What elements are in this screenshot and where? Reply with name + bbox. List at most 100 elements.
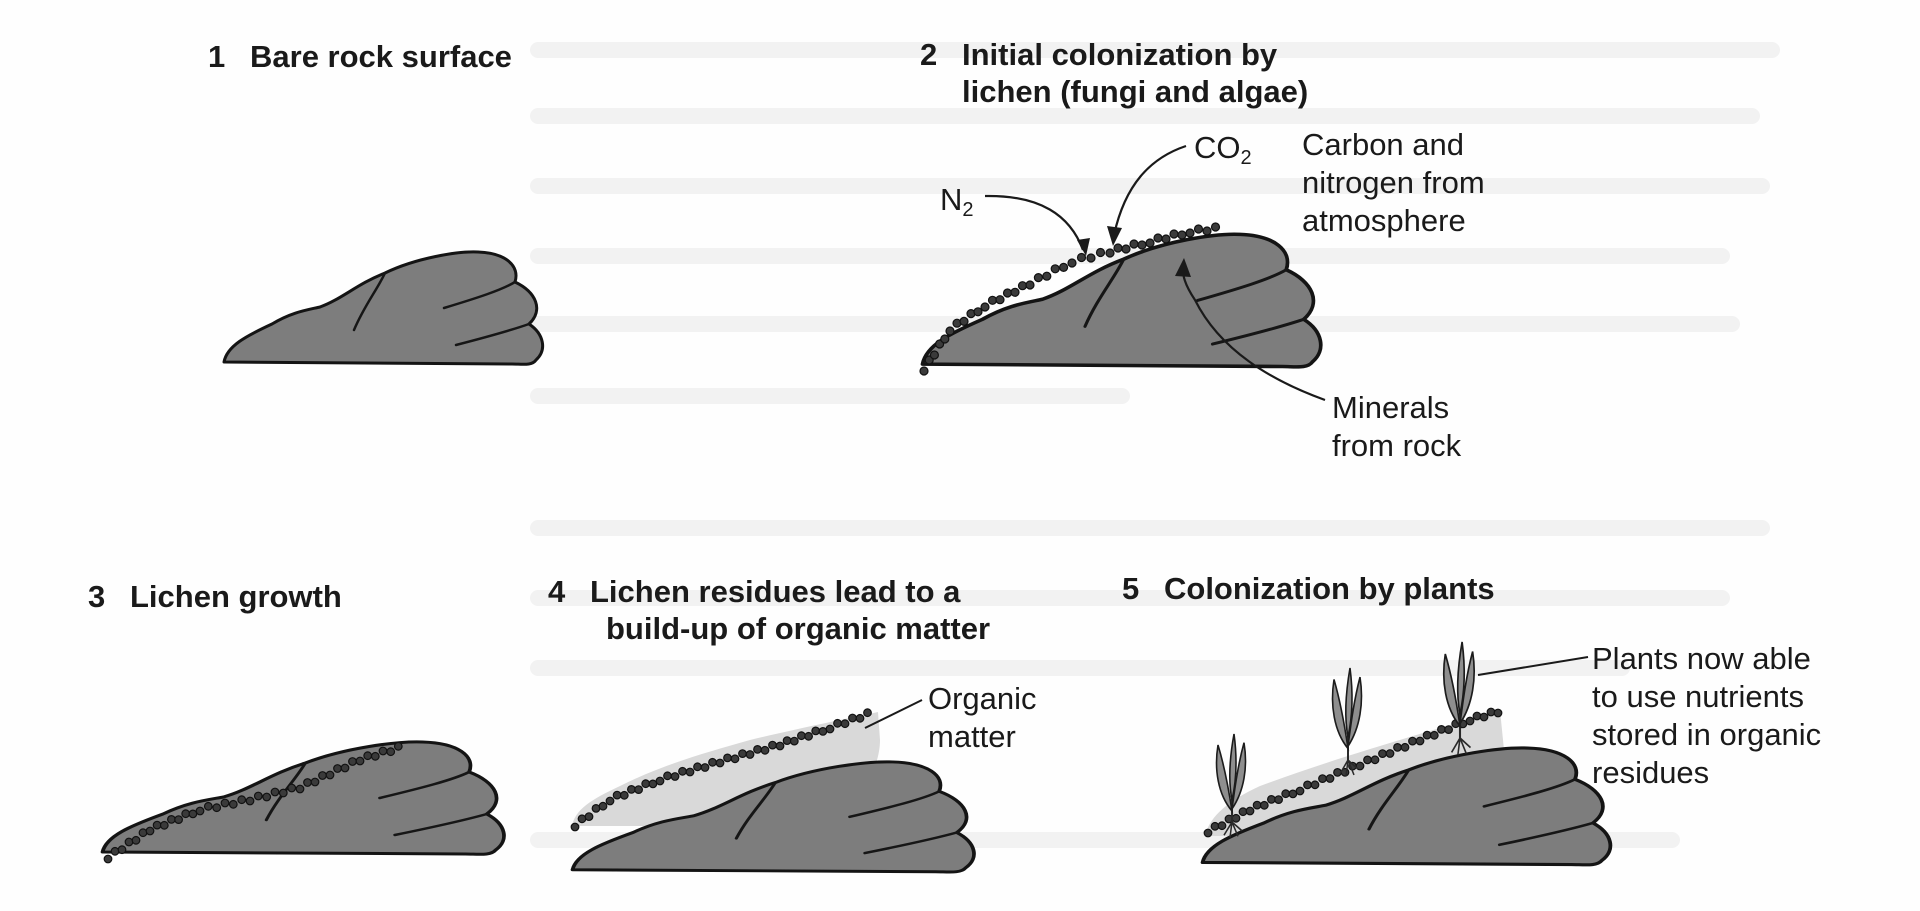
lichen-dot bbox=[818, 727, 828, 736]
co2-subscript: 2 bbox=[1240, 147, 1252, 169]
lichen-dot bbox=[605, 796, 615, 806]
lichen-dot bbox=[1231, 813, 1241, 823]
lichen-dot bbox=[1310, 780, 1320, 790]
lichen-dot bbox=[945, 326, 955, 336]
lichen-dot bbox=[1415, 736, 1425, 746]
panel-1-rock bbox=[222, 250, 545, 366]
lichen-dot bbox=[325, 770, 335, 780]
lichen-dot bbox=[655, 776, 665, 786]
lichen-dot bbox=[1363, 755, 1372, 765]
lichen-dot bbox=[789, 736, 799, 746]
lichen-dot bbox=[295, 784, 305, 794]
lichen-dot bbox=[693, 762, 702, 772]
lichen-dot bbox=[753, 745, 762, 754]
panel-4-title: 4 Lichen residues lead to a build-up of o… bbox=[548, 573, 990, 647]
lichen-dot bbox=[1318, 774, 1327, 783]
panel-number: 2 bbox=[920, 37, 938, 72]
lichen-dot bbox=[1137, 240, 1147, 250]
label-line: stored in organic bbox=[1592, 717, 1822, 752]
lichen-dot bbox=[1153, 233, 1163, 243]
panel-number: 3 bbox=[88, 579, 106, 614]
lichen-dot bbox=[262, 792, 272, 802]
lichen-dot bbox=[840, 719, 850, 729]
lichen-dot bbox=[145, 826, 155, 836]
lichen-dot bbox=[825, 724, 835, 734]
lichen-dot bbox=[973, 307, 983, 317]
label-line: matter bbox=[928, 719, 1016, 754]
lichen-dot bbox=[1033, 273, 1044, 283]
lichen-dot bbox=[1129, 239, 1139, 249]
lichen-dot bbox=[570, 822, 580, 832]
plants-leader bbox=[1477, 656, 1589, 676]
lichen-dot bbox=[1095, 247, 1106, 258]
lichen-dot bbox=[995, 295, 1005, 305]
panel-title-line: build-up of organic matter bbox=[606, 611, 991, 646]
lichen-dot bbox=[738, 749, 747, 758]
lichen-dot bbox=[1145, 238, 1155, 248]
lichen-dot bbox=[166, 815, 176, 824]
co2-base: CO bbox=[1194, 130, 1241, 165]
lichen-dot bbox=[797, 731, 806, 741]
label-line: to use nutrients bbox=[1592, 679, 1804, 714]
lichen-dot bbox=[715, 758, 725, 768]
lichen-dot bbox=[760, 745, 770, 755]
lichen-dot bbox=[678, 766, 687, 776]
lichen-dot bbox=[1378, 749, 1387, 758]
lichen-dot bbox=[929, 350, 940, 360]
lichen-dot bbox=[1113, 243, 1123, 253]
lichen-dot bbox=[1274, 795, 1283, 804]
lichen-dot bbox=[333, 764, 342, 773]
lichen-dot bbox=[959, 316, 969, 326]
lichen-dot bbox=[855, 713, 865, 723]
label-line: Organic bbox=[928, 681, 1037, 716]
panel-title-line: Colonization by plants bbox=[1164, 571, 1495, 606]
lichen-dot bbox=[1076, 252, 1087, 263]
lichen-dot bbox=[634, 785, 643, 794]
lichen-dot bbox=[103, 854, 113, 864]
lichen-dot bbox=[1486, 707, 1496, 717]
lichen-dot bbox=[1472, 711, 1482, 721]
panel-2-rock bbox=[920, 232, 1323, 369]
lichen-dot bbox=[363, 751, 373, 761]
minerals-label: Minerals from rock bbox=[1332, 389, 1461, 465]
organic-matter-label: Organic matter bbox=[928, 680, 1037, 756]
lichen-dot bbox=[340, 763, 350, 773]
lichen-dot bbox=[318, 771, 327, 780]
panel-title-line: lichen (fungi and algae) bbox=[962, 74, 1309, 109]
lichen-dot bbox=[1025, 280, 1035, 290]
lichen-dot bbox=[124, 837, 134, 847]
lichen-dot bbox=[386, 747, 396, 757]
lichen-dot bbox=[619, 790, 629, 800]
lichen-dot bbox=[1245, 806, 1255, 816]
n2-label: N2 bbox=[940, 182, 974, 222]
panel-number: 4 bbox=[548, 574, 566, 609]
lichen-dot bbox=[131, 835, 141, 845]
lichen-dot bbox=[270, 787, 280, 797]
lichen-dot bbox=[1436, 725, 1446, 734]
lichen-dot bbox=[1479, 712, 1489, 722]
panel-title-line: Lichen residues lead to a bbox=[590, 574, 961, 609]
lichen-dot bbox=[1325, 774, 1335, 783]
lichen-dot bbox=[174, 815, 184, 824]
lichen-dot bbox=[110, 846, 120, 856]
lichen-dot bbox=[1217, 821, 1227, 831]
lichen-dot bbox=[393, 741, 403, 751]
lichen-dot bbox=[228, 799, 238, 809]
label-line: from rock bbox=[1332, 428, 1462, 463]
lichen-dot bbox=[1177, 230, 1187, 240]
co2-arrow bbox=[1107, 144, 1187, 246]
lichen-dot bbox=[278, 788, 288, 798]
lichen-dot bbox=[138, 828, 148, 838]
lichen-dot bbox=[378, 746, 388, 756]
lichen-dot bbox=[987, 295, 998, 305]
lichen-dot bbox=[627, 785, 636, 794]
lichen-dot bbox=[980, 302, 990, 312]
lichen-dot bbox=[287, 783, 297, 793]
lichen-dot bbox=[848, 713, 857, 723]
carbon-nitrogen-label: Carbon and nitrogen from atmosphere bbox=[1302, 126, 1485, 240]
lichen-dot bbox=[1067, 258, 1077, 268]
lichen-dot bbox=[1086, 253, 1096, 263]
